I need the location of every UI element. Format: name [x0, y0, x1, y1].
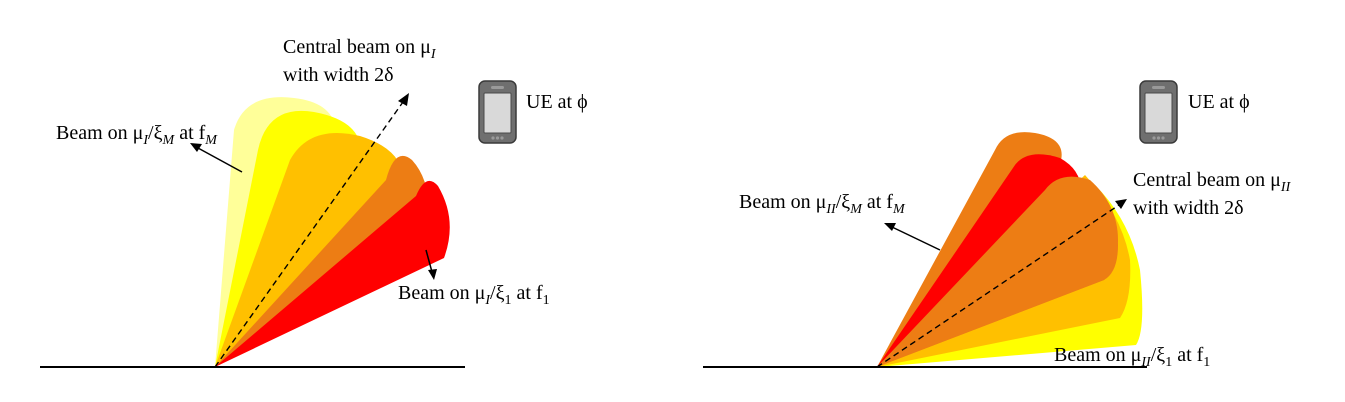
left-beam-m-label: Beam on μI/ξM at fM	[56, 122, 218, 148]
left-arrow-beam-m	[197, 147, 243, 173]
left-beam-1-label: Beam on μI/ξ1 at f1	[398, 282, 550, 308]
left-arrowhead-beam-1	[428, 269, 437, 280]
right-central-arrowhead	[1115, 199, 1127, 209]
left-beam-orange	[215, 155, 429, 367]
right-central-beam-width: with width 2δ	[1133, 197, 1244, 219]
left-central-beam-dashed	[214, 101, 404, 368]
right-beam-orange-mid	[877, 176, 1118, 367]
right-beam-m-label: Beam on μII/ξM at fM	[739, 191, 906, 217]
left-ue-label: UE at ϕ	[526, 91, 588, 113]
right-ue-label: UE at ϕ	[1188, 91, 1250, 113]
right-central-beam-label: Central beam on μII	[1133, 169, 1292, 195]
right-panel: UE at ϕ Central beam on μII with width 2…	[703, 80, 1292, 370]
right-beam-1-label: Beam on μII/ξ1 at f1	[1054, 344, 1210, 370]
right-arrowhead-beam-m	[884, 223, 896, 231]
left-arrow-beam-1	[425, 249, 433, 273]
left-beam-f1-red	[215, 180, 450, 367]
left-central-beam-label: Central beam on μI	[283, 36, 437, 62]
smartphone-icon	[478, 80, 517, 144]
left-beam-amber	[215, 133, 405, 367]
left-panel: Central beam on μI with width 2δ UE at ϕ…	[40, 36, 588, 368]
left-central-beam-width: with width 2δ	[283, 64, 394, 86]
left-central-arrowhead	[398, 93, 409, 106]
right-central-beam-dashed	[876, 204, 1120, 368]
right-arrow-beam-m	[891, 226, 941, 251]
smartphone-icon	[1139, 80, 1178, 144]
left-arrowhead-beam-m	[190, 143, 202, 152]
